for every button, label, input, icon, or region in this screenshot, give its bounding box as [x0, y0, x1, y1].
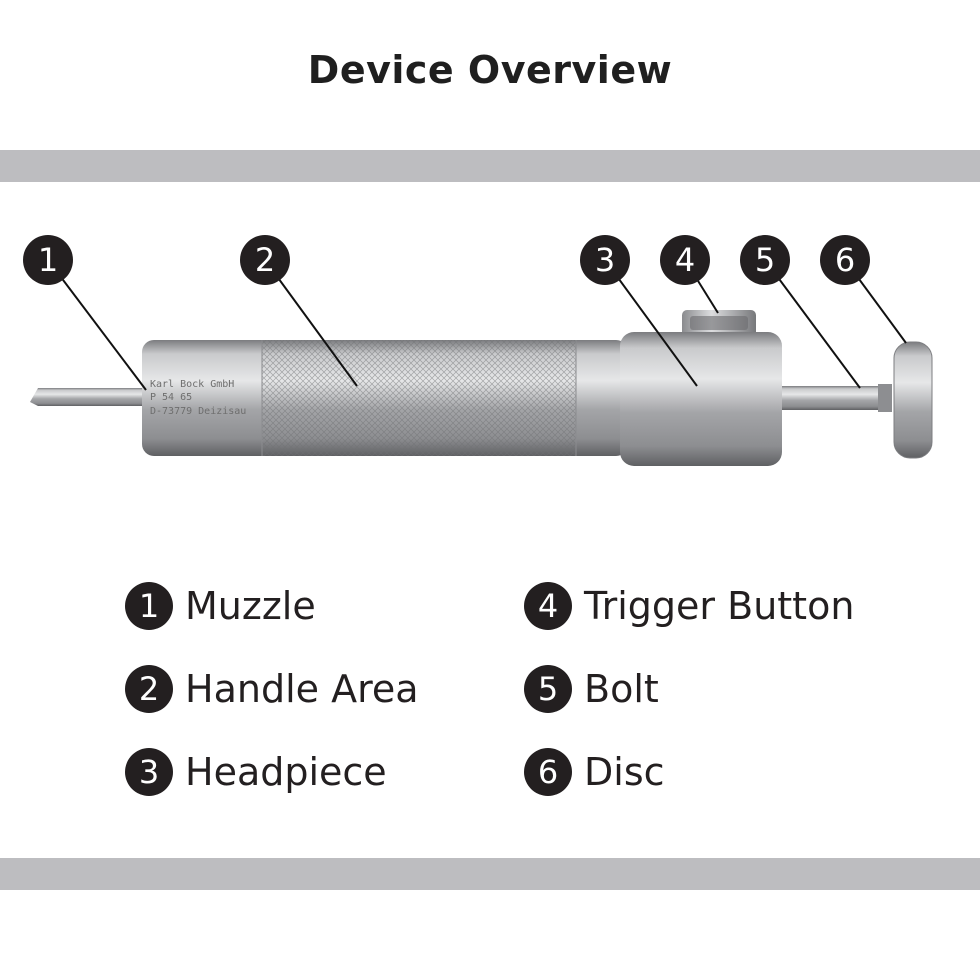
legend-label-bolt: Bolt: [584, 667, 659, 711]
legend-badge-6: 6: [524, 748, 572, 796]
top-divider-band: [0, 150, 980, 182]
leader-line-2: [264, 259, 358, 387]
engraving-line-1: Karl Bock GmbH: [150, 379, 234, 390]
legend-label-disc: Disc: [584, 750, 665, 794]
trigger-button: [682, 310, 756, 338]
legend-item-disc: 6 Disc: [524, 748, 665, 796]
muzzle: [30, 388, 148, 406]
legend-label-trigger-button: Trigger Button: [584, 584, 855, 628]
legend-label-handle-area: Handle Area: [185, 667, 419, 711]
callout-5-number: 5: [755, 241, 775, 279]
disc: [893, 341, 933, 459]
leader-line-3: [604, 259, 698, 387]
legend-label-headpiece: Headpiece: [185, 750, 387, 794]
engraving-line-2: P 54 65: [150, 392, 192, 403]
page-title: Device Overview: [307, 48, 673, 92]
legend-item-headpiece: 3 Headpiece: [125, 748, 387, 796]
legend-badge-3: 3: [125, 748, 173, 796]
callout-1: 1: [23, 235, 73, 285]
legend-badge-1: 1: [125, 582, 173, 630]
legend-item-handle-area: 2 Handle Area: [125, 665, 419, 713]
legend-item-muzzle: 1 Muzzle: [125, 582, 316, 630]
callout-3-number: 3: [595, 241, 615, 279]
callout-5: 5: [740, 235, 790, 285]
legend-item-bolt: 5 Bolt: [524, 665, 659, 713]
bottom-divider-band: [0, 858, 980, 890]
callout-4: 4: [660, 235, 710, 285]
callout-2-number: 2: [255, 241, 275, 279]
leader-line-5: [764, 259, 861, 389]
callout-4-number: 4: [675, 241, 695, 279]
handle-body: [142, 340, 628, 456]
engraving-line-3: D-73779 Deizisau: [150, 406, 246, 417]
callout-6-number: 6: [835, 241, 855, 279]
leader-line-1: [47, 259, 147, 391]
legend-badge-2: 2: [125, 665, 173, 713]
legend-item-trigger-button: 4 Trigger Button: [524, 582, 854, 630]
legend-label-muzzle: Muzzle: [185, 584, 316, 628]
callout-1-number: 1: [38, 241, 58, 279]
callout-leaders: [47, 259, 907, 391]
bolt: [782, 384, 892, 412]
legend-badge-5: 5: [524, 665, 572, 713]
callout-2: 2: [240, 235, 290, 285]
callout-3: 3: [580, 235, 630, 285]
legend-badge-4: 4: [524, 582, 572, 630]
headpiece: [620, 332, 782, 466]
callout-6: 6: [820, 235, 870, 285]
